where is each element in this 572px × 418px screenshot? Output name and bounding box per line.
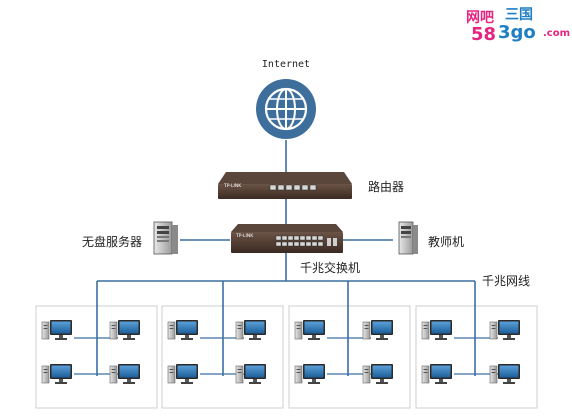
diskless-server-label: 无盘服务器 <box>82 234 142 249</box>
switch-device: TP-LINK <box>231 224 343 253</box>
watermark-text-3: 58 <box>471 24 496 45</box>
pc-group-4 <box>415 281 538 409</box>
computer-icon <box>489 319 521 341</box>
computer-icon <box>167 363 199 385</box>
switch-label: 千兆交换机 <box>300 260 360 275</box>
computer-icon <box>235 319 267 341</box>
network-links <box>97 140 475 282</box>
pc-group-2 <box>161 281 284 409</box>
pc-group-frame <box>415 305 538 409</box>
switch-brand-text: TP-LINK <box>235 233 254 239</box>
watermark-text-2: 三国 <box>505 7 533 23</box>
computer-icon <box>489 363 521 385</box>
watermark-text-5: .com <box>543 28 570 39</box>
router-device: TP-LINK <box>218 172 352 199</box>
watermark-text-1: 网吧 <box>466 10 494 26</box>
pc-group-1 <box>35 281 158 409</box>
computer-icon <box>362 319 394 341</box>
router-label: 路由器 <box>368 179 404 194</box>
gigabit-cable-label: 千兆网线 <box>482 274 530 288</box>
computer-icon <box>167 319 199 341</box>
computer-icon <box>235 363 267 385</box>
computer-icon <box>109 363 141 385</box>
computer-icon <box>41 363 73 385</box>
watermark-text-4: 3go <box>498 22 536 43</box>
teacher-pc-label: 教师机 <box>428 234 464 249</box>
computer-icon <box>362 363 394 385</box>
computer-icon <box>294 363 326 385</box>
computer-icon <box>41 319 73 341</box>
server-icon <box>153 221 178 255</box>
watermark-logo: 网吧 三国 58 3go .com <box>466 7 570 45</box>
pc-group-frame <box>288 305 411 409</box>
internet-label: Internet <box>262 59 310 70</box>
router-brand-text: TP-LINK <box>223 183 242 189</box>
pc-group-3 <box>288 281 411 409</box>
computer-icon <box>421 319 453 341</box>
globe-icon <box>256 79 316 139</box>
pc-groups <box>35 281 538 409</box>
computer-icon <box>421 363 453 385</box>
computer-icon <box>109 319 141 341</box>
teacher-pc-icon <box>398 221 418 255</box>
computer-icon <box>294 319 326 341</box>
